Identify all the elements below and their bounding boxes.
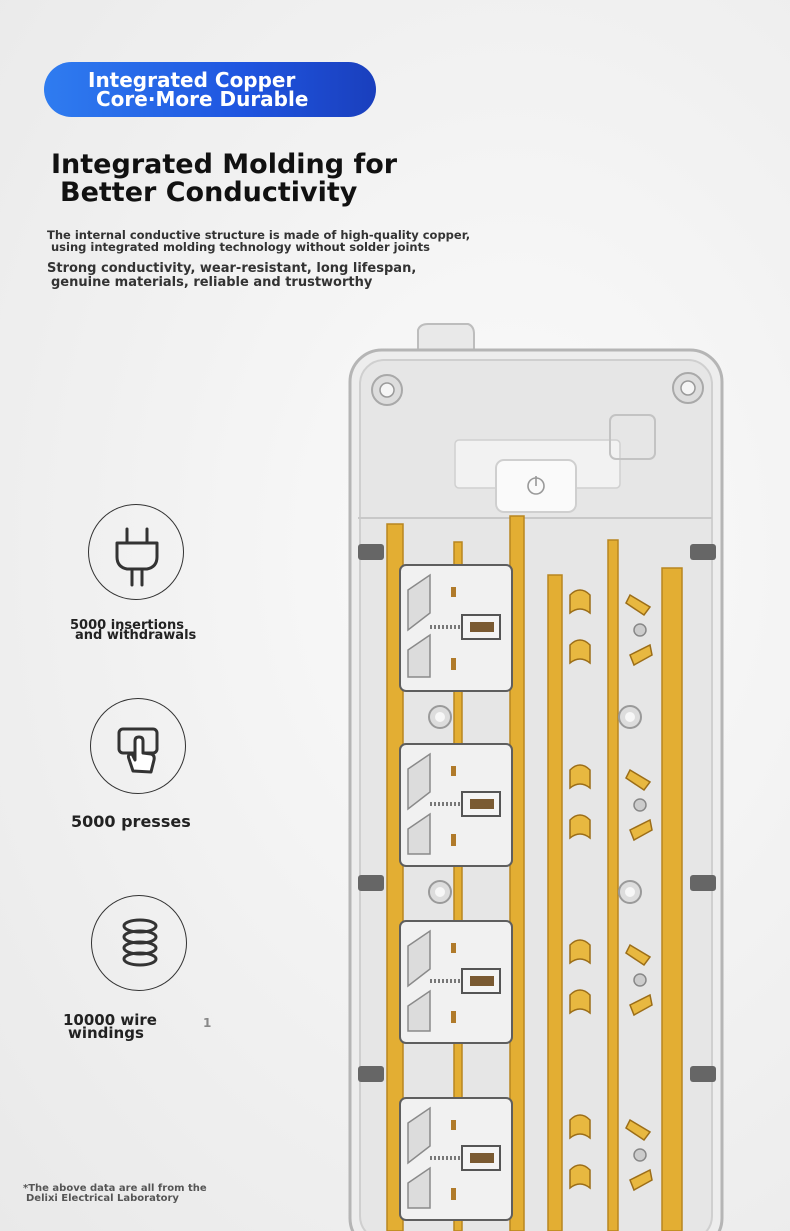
footnote-line-1: *The above data are all from the — [23, 1183, 207, 1194]
description-line-4: genuine materials, reliable and trustwor… — [51, 275, 373, 290]
headline-line-1: Integrated Molding for — [51, 149, 398, 180]
socket-2 — [399, 743, 513, 867]
feature-2-line-1: 5000 presses — [71, 812, 191, 831]
feature-badge: Integrated Copper Core·More Durable — [44, 62, 376, 117]
copper-clips — [569, 589, 653, 1192]
headline: Integrated Molding for Better Conductivi… — [51, 151, 397, 207]
screw-left — [371, 374, 403, 406]
plug-icon — [88, 504, 184, 600]
feature-label-insertions: 5000 insertions and withdrawals — [70, 618, 197, 643]
socket-4 — [399, 1097, 513, 1221]
description-line-1: The internal conductive structure is mad… — [47, 228, 471, 242]
description-block-2: Strong conductivity, wear-resistant, lon… — [47, 262, 416, 290]
badge-line-1: Integrated Copper — [88, 68, 296, 92]
feature-3-line-1: 10000 wire — [63, 1011, 157, 1029]
description-line-2: using integrated molding technology with… — [51, 240, 430, 254]
description-block-1: The internal conductive structure is mad… — [47, 229, 470, 253]
feature-label-presses: 5000 presses — [71, 814, 191, 830]
feature-1-line-2: and withdrawals — [75, 628, 197, 643]
feature-label-windings: 10000 wire windings — [63, 1011, 157, 1042]
screw-posts — [428, 705, 642, 904]
socket-3 — [399, 920, 513, 1044]
socket-1 — [399, 564, 513, 692]
footnote-line-2: Delixi Electrical Laboratory — [26, 1193, 179, 1204]
feature-3-line-2: windings — [68, 1024, 144, 1042]
power-button — [495, 459, 577, 513]
coil-spring-icon — [91, 895, 187, 991]
badge-line-2: Core·More Durable — [96, 87, 309, 111]
footnote: *The above data are all from the Delixi … — [23, 1184, 207, 1204]
stray-mark: 1 — [203, 1016, 212, 1030]
copper-rails — [386, 515, 683, 1231]
power-button-icon — [527, 476, 545, 495]
press-button-icon — [90, 698, 186, 794]
hanging-tab — [417, 323, 475, 353]
description-line-3: Strong conductivity, wear-resistant, lon… — [47, 261, 417, 276]
power-strip-illustration — [348, 323, 724, 1231]
screw-right — [672, 372, 704, 404]
headline-line-2: Better Conductivity — [60, 177, 358, 208]
side-slots — [358, 544, 716, 1082]
feature-1-line-1: 5000 insertions — [70, 618, 184, 633]
